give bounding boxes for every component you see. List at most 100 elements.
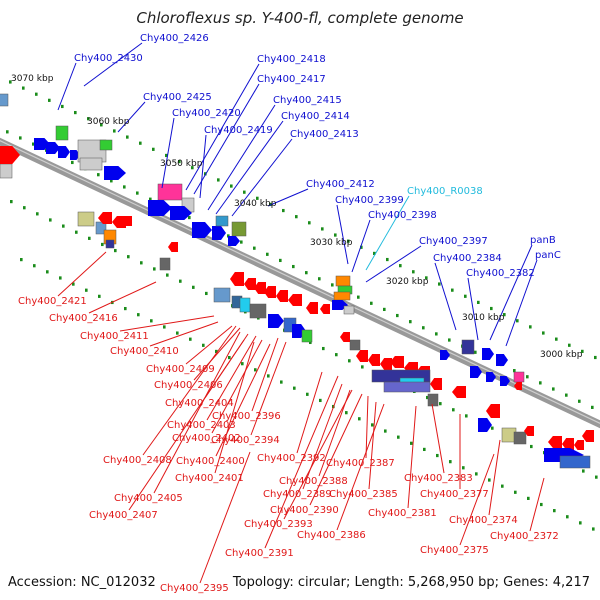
gene-label[interactable]: Chy400_2386	[297, 530, 366, 541]
gene-feature-reverse[interactable]	[244, 278, 256, 290]
gene-label[interactable]: Chy400_2393	[244, 519, 313, 530]
gene-feature-forward[interactable]	[46, 142, 60, 154]
gene-feature-reverse[interactable]	[430, 378, 442, 390]
gene-label[interactable]: Chy400_2412	[306, 179, 375, 190]
gene-feature-forward[interactable]	[470, 366, 482, 378]
gene-feature-reverse[interactable]	[380, 358, 392, 370]
gene-feature[interactable]	[559, 455, 591, 469]
gene-feature-reverse[interactable]	[264, 286, 276, 298]
gene-feature[interactable]	[301, 329, 313, 343]
gene-feature-forward[interactable]	[192, 222, 212, 238]
gene-label[interactable]: Chy400_2405	[114, 493, 183, 504]
gene-label[interactable]: Chy400_2385	[329, 489, 398, 500]
gene-label[interactable]: Chy400_2384	[433, 253, 502, 264]
gene-feature[interactable]	[55, 125, 69, 141]
gene-label[interactable]: Chy400_2402	[172, 433, 241, 444]
gene-feature-forward[interactable]	[104, 166, 126, 180]
gene-label[interactable]: Chy400_2418	[257, 54, 326, 65]
gene-feature[interactable]	[215, 215, 229, 227]
gene-feature[interactable]	[343, 305, 355, 315]
gene-feature-forward[interactable]	[58, 146, 70, 158]
gene-feature-forward[interactable]	[478, 418, 492, 432]
gene-feature-forward[interactable]	[212, 226, 226, 240]
gene-label[interactable]: Chy400_2404	[165, 398, 234, 409]
gene-feature[interactable]	[0, 163, 13, 179]
gene-label[interactable]: Chy400_2374	[449, 515, 518, 526]
gene-feature-forward[interactable]	[148, 200, 172, 216]
gene-feature-reverse[interactable]	[452, 386, 466, 398]
gene-feature[interactable]	[513, 431, 527, 445]
gene-label[interactable]: Chy400_2382	[466, 268, 535, 279]
gene-feature-forward[interactable]	[496, 354, 508, 366]
gene-feature-reverse[interactable]	[582, 430, 594, 442]
gene-label[interactable]: Chy400_2395	[160, 583, 229, 594]
gene-feature[interactable]	[77, 211, 95, 227]
gene-feature-reverse[interactable]	[486, 404, 500, 418]
gene-label[interactable]: Chy400_2407	[89, 510, 158, 521]
gene-feature-forward[interactable]	[268, 314, 284, 328]
gene-label[interactable]: Chy400_2425	[143, 92, 212, 103]
gene-label[interactable]: Chy400_2411	[80, 331, 149, 342]
gene-label[interactable]: Chy400_2401	[175, 473, 244, 484]
gene-label[interactable]: Chy400_2392	[257, 453, 326, 464]
gene-feature[interactable]	[427, 393, 439, 407]
gene-feature[interactable]	[95, 221, 107, 235]
gene-feature[interactable]	[249, 303, 267, 319]
gene-feature[interactable]	[157, 183, 183, 201]
gene-label[interactable]: Chy400_2410	[110, 346, 179, 357]
gene-label[interactable]: Chy400_2388	[279, 476, 348, 487]
gene-feature[interactable]	[213, 287, 231, 303]
gene-feature-forward[interactable]	[482, 348, 494, 360]
gene-feature[interactable]	[239, 297, 251, 313]
gene-label[interactable]: Chy400_2413	[290, 129, 359, 140]
gene-feature-reverse[interactable]	[320, 304, 330, 314]
gene-label[interactable]: Chy400_2394	[211, 435, 280, 446]
gene-feature[interactable]	[333, 291, 351, 301]
gene-feature-forward[interactable]	[228, 236, 240, 246]
gene-label[interactable]: Chy400_2403	[167, 420, 236, 431]
gene-label[interactable]: Chy400_2391	[225, 548, 294, 559]
gene-label[interactable]: Chy400_2398	[368, 210, 437, 221]
gene-feature-reverse[interactable]	[168, 242, 178, 252]
gene-feature[interactable]	[461, 339, 475, 355]
gene-label[interactable]: Chy400_2400	[176, 456, 245, 467]
gene-feature-reverse[interactable]	[368, 354, 380, 366]
gene-feature-reverse[interactable]	[276, 290, 288, 302]
gene-feature-forward[interactable]	[486, 372, 496, 382]
gene-label[interactable]: Chy400_2430	[74, 53, 143, 64]
gene-label[interactable]: Chy400_2415	[273, 95, 342, 106]
gene-label[interactable]: Chy400_2409	[146, 364, 215, 375]
gene-feature-reverse[interactable]	[356, 350, 368, 362]
gene-label[interactable]: Chy400_2426	[140, 33, 209, 44]
gene-feature[interactable]	[349, 339, 361, 351]
gene-label[interactable]: Chy400_2377	[420, 489, 489, 500]
gene-feature[interactable]	[99, 139, 113, 151]
gene-feature-reverse[interactable]	[524, 426, 534, 436]
gene-feature-reverse[interactable]	[390, 356, 404, 368]
gene-label[interactable]: Chy400_2408	[103, 455, 172, 466]
gene-feature-reverse[interactable]	[562, 438, 574, 450]
gene-feature[interactable]	[105, 239, 115, 249]
gene-feature-reverse[interactable]	[574, 440, 584, 450]
gene-feature[interactable]	[335, 275, 351, 287]
gene-label[interactable]: Chy400_2399	[335, 195, 404, 206]
gene-feature-reverse[interactable]	[514, 382, 522, 390]
gene-feature-forward[interactable]	[440, 350, 450, 360]
gene-feature[interactable]	[231, 221, 247, 237]
gene-feature-reverse[interactable]	[306, 302, 318, 314]
gene-label[interactable]: Chy400_2396	[212, 411, 281, 422]
gene-label[interactable]: Chy400_2421	[18, 296, 87, 307]
gene-feature[interactable]	[0, 93, 9, 107]
gene-label[interactable]: Chy400_2383	[404, 473, 473, 484]
gene-feature-reverse[interactable]	[288, 294, 302, 306]
gene-feature-reverse[interactable]	[548, 436, 562, 448]
gene-label[interactable]: Chy400_2414	[281, 111, 350, 122]
gene-label[interactable]: Chy400_2381	[368, 508, 437, 519]
gene-label[interactable]: Chy400_2406	[154, 380, 223, 391]
gene-feature-forward[interactable]	[70, 150, 80, 160]
gene-feature[interactable]	[383, 381, 431, 393]
gene-label[interactable]: Chy400_2397	[419, 236, 488, 247]
gene-feature-reverse[interactable]	[230, 272, 244, 286]
gene-feature-forward[interactable]	[500, 376, 510, 386]
gene-label[interactable]: Chy400_2420	[172, 108, 241, 119]
